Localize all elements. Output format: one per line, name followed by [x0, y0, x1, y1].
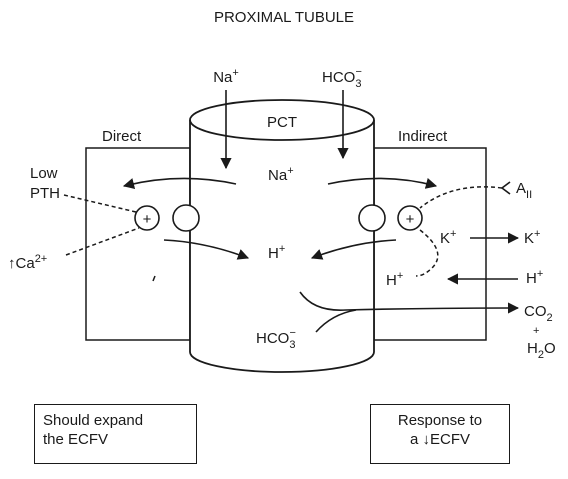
- top-hco3-label: HCO3−: [322, 66, 362, 90]
- ca-dashed-line: [66, 228, 139, 255]
- box-right-line2: a ↓ECFV: [379, 430, 501, 449]
- direct-label: Direct: [102, 128, 142, 145]
- aii-dashed-line: [420, 187, 502, 208]
- right-h-label: H+: [386, 270, 403, 289]
- pth-label: PTH: [30, 185, 60, 202]
- response-ecfv-box: Response to a ↓ECFV: [370, 404, 510, 464]
- left-dot: [153, 276, 155, 281]
- low-label: Low: [30, 165, 58, 182]
- should-expand-ecfv-box: Should expand the ECFV: [34, 404, 197, 464]
- h2o-label: H2O: [527, 340, 556, 361]
- diagram-title: PROXIMAL TUBULE: [214, 9, 354, 26]
- right-plus-sign: +: [406, 211, 415, 228]
- pth-dashed-line: [64, 195, 136, 212]
- box-left-line2: the ECFV: [43, 430, 188, 449]
- right-antiporter: [359, 205, 385, 231]
- aii-label: AII: [516, 180, 532, 201]
- h-dashed-loop: [416, 230, 438, 276]
- ca-label: ↑Ca2+: [8, 253, 47, 272]
- left-plus-sign: +: [143, 211, 152, 228]
- co2-label: CO2: [524, 303, 553, 324]
- co2-plus: +: [533, 325, 539, 337]
- direct-panel: [86, 148, 190, 340]
- top-na-label: Na+: [213, 67, 239, 86]
- k-out-label: K+: [524, 228, 540, 247]
- box-right-line1: Response to: [379, 411, 501, 430]
- k-in-label: K+: [440, 228, 456, 247]
- h-out-label: H+: [526, 268, 543, 287]
- left-antiporter: [173, 205, 199, 231]
- pct-label: PCT: [267, 114, 297, 131]
- aii-receptor: [502, 182, 510, 194]
- indirect-panel: [374, 148, 486, 340]
- indirect-label: Indirect: [398, 128, 448, 145]
- box-left-line1: Should expand: [43, 411, 188, 430]
